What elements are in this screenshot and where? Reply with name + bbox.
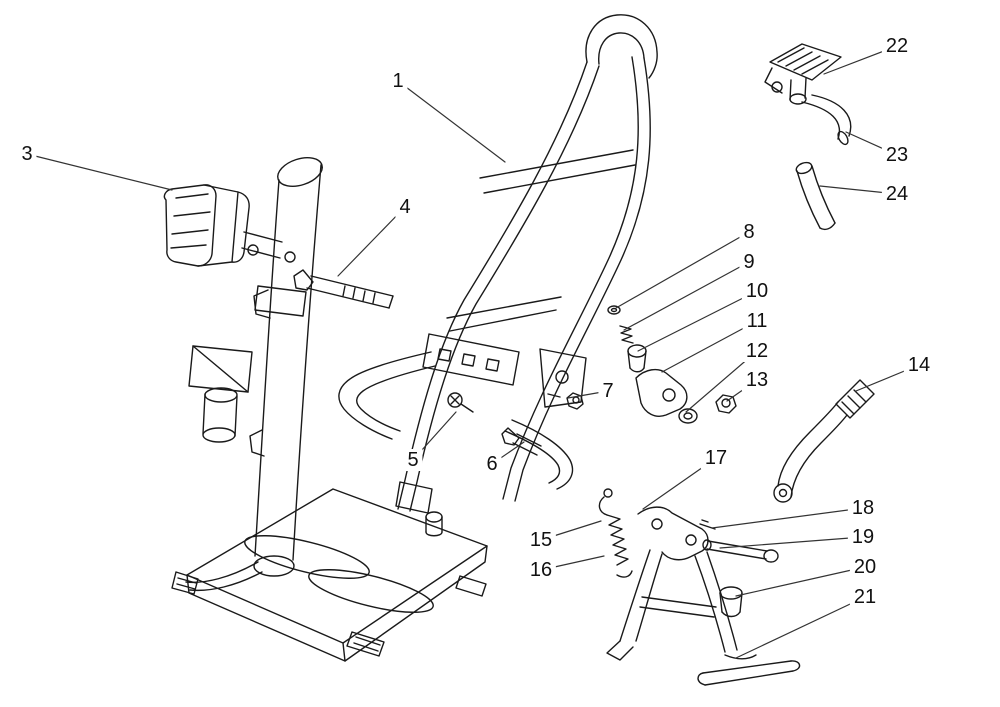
leader-line-10	[637, 290, 758, 352]
leader-line-23	[845, 131, 898, 156]
leader-line-22	[823, 45, 898, 75]
stand-spring-part	[598, 488, 633, 578]
center-stand-part	[606, 506, 801, 686]
leader-line-11	[661, 320, 758, 373]
screw-5-part	[447, 392, 474, 413]
leader-line-16	[540, 555, 605, 571]
leader-line-20	[735, 566, 866, 597]
leader-line-8	[615, 231, 750, 309]
leader-line-21	[735, 596, 866, 659]
leader-line-24	[819, 185, 898, 195]
leader-line-6	[491, 441, 525, 465]
leader-line-7	[567, 390, 609, 399]
floor-panel-part	[186, 488, 488, 662]
hose-assembly-part	[764, 43, 852, 231]
leader-line-17	[642, 457, 717, 510]
leader-line-18	[711, 507, 864, 529]
leader-line-19	[719, 536, 864, 549]
main-frame-part	[338, 14, 658, 537]
leader-line-3	[26, 153, 173, 191]
kick-lever-part	[773, 379, 875, 503]
leader-line-4	[337, 206, 406, 277]
leader-line-1	[397, 80, 506, 163]
leader-line-14	[855, 364, 920, 392]
buffer-part	[719, 586, 743, 618]
leader-line-9	[623, 261, 750, 331]
leader-line-13	[726, 379, 758, 402]
bolt-6-part	[501, 427, 542, 456]
small-parts	[607, 305, 737, 424]
steering-column-part	[163, 157, 323, 595]
bolt-part	[293, 269, 394, 309]
leader-lines-layer	[26, 45, 920, 659]
stand-pin-part	[699, 519, 779, 563]
leader-line-15	[540, 520, 602, 541]
